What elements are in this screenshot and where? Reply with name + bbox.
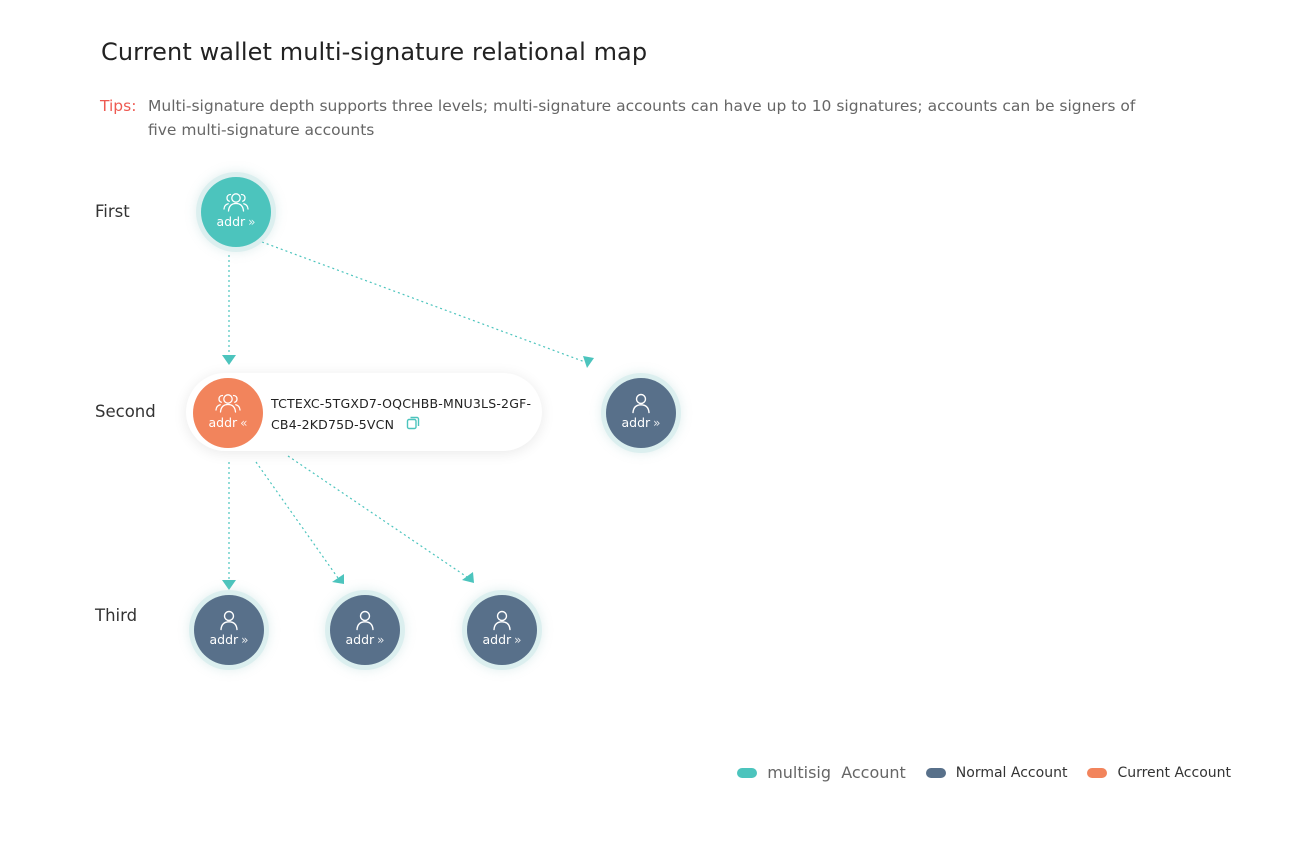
arrow-current-to-third-2 [332, 574, 344, 584]
user-icon [493, 610, 511, 631]
legend-label: multisig Account [767, 763, 906, 782]
copy-icon[interactable] [406, 415, 420, 436]
legend-item-current: Current Account [1087, 765, 1231, 781]
node-addr-label: addr» [216, 214, 256, 229]
legend-swatch [1087, 767, 1108, 778]
chevron-right-icon: » [377, 633, 385, 647]
node-addr-label: addr» [482, 632, 522, 647]
chevron-right-icon: » [248, 215, 256, 229]
node-addr-label: addr» [621, 415, 661, 430]
legend-swatch [737, 767, 758, 778]
node-addr-label: addr» [345, 632, 385, 647]
legend-item-normal: Normal Account [925, 764, 1068, 781]
node-third-1[interactable]: addr» [194, 595, 264, 665]
legend-swatch [925, 767, 946, 778]
group-icon [215, 394, 241, 413]
node-addr-label: addr« [208, 415, 248, 430]
level-label-second: Second [95, 402, 156, 421]
chevron-left-icon: « [240, 416, 248, 430]
current-account-address: TCTEXC-5TGXD7-OQCHBB-MNU3LS-2GF-CB4-2KD7… [271, 393, 533, 436]
user-icon [220, 610, 238, 631]
user-icon [356, 610, 374, 631]
edge-current-to-third-3 [287, 455, 468, 578]
legend-label: Normal Account [955, 764, 1068, 781]
node-second-current[interactable]: addr« [193, 378, 263, 448]
chevron-right-icon: » [241, 633, 249, 647]
arrow-first-to-normal [583, 356, 594, 368]
legend-item-multisig: multisig Account [737, 763, 906, 782]
node-third-2[interactable]: addr» [330, 595, 400, 665]
group-icon [223, 193, 249, 212]
legend-label: Current Account [1117, 764, 1231, 781]
edge-current-to-third-2 [255, 461, 339, 579]
node-first-multisig[interactable]: addr» [201, 177, 271, 247]
chevron-right-icon: » [514, 633, 522, 647]
arrow-first-to-current [222, 355, 236, 365]
tips-label: Tips: [100, 97, 137, 115]
user-icon [632, 393, 650, 414]
legend: multisig Account Normal Account Current … [717, 763, 1231, 782]
node-addr-label: addr» [209, 632, 249, 647]
edge-first-to-normal [261, 241, 586, 363]
chevron-right-icon: » [653, 416, 661, 430]
node-third-3[interactable]: addr» [467, 595, 537, 665]
page-title: Current wallet multi-signature relationa… [101, 38, 648, 66]
level-label-first: First [95, 202, 130, 221]
arrow-current-to-third-1 [222, 580, 236, 590]
level-label-third: Third [95, 606, 138, 625]
node-second-normal[interactable]: addr» [606, 378, 676, 448]
address-text[interactable]: TCTEXC-5TGXD7-OQCHBB-MNU3LS-2GF-CB4-2KD7… [271, 396, 532, 432]
arrow-current-to-third-3 [462, 572, 474, 583]
tips-text: Multi-signature depth supports three lev… [148, 97, 1136, 139]
